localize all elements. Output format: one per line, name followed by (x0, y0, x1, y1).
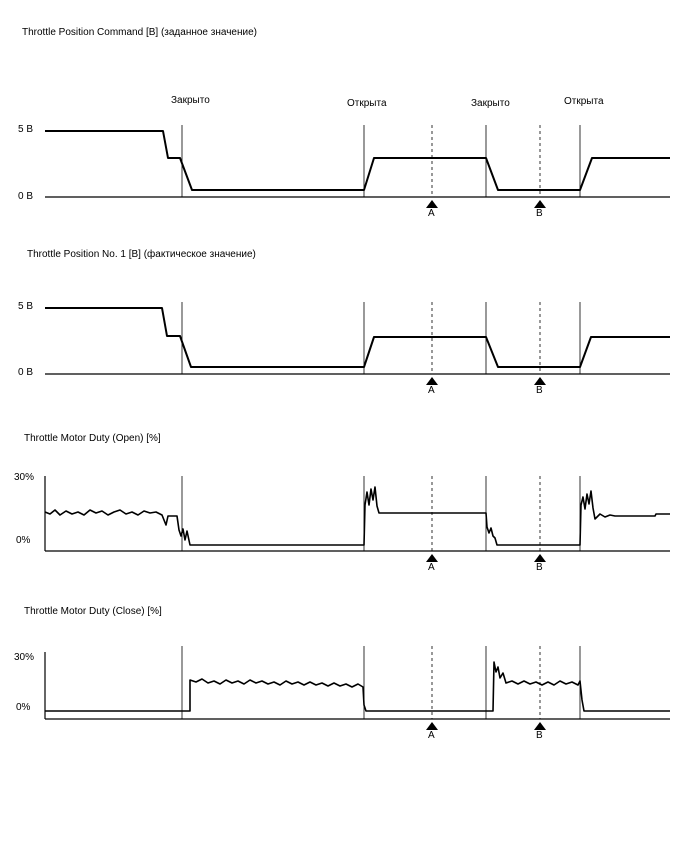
marker-label-a: A (428, 730, 435, 741)
state-label-closed: Закрыто (471, 98, 510, 109)
marker-arrow-b (534, 377, 546, 385)
y-label-max: 30% (14, 652, 34, 663)
panel-motor-duty-open: Throttle Motor Duty (Open) [%] 30% 0% A … (14, 433, 670, 573)
panel-throttle-position-no1: Throttle Position No. 1 [В] (фактическое… (18, 248, 670, 396)
marker-arrow-a (426, 200, 438, 208)
marker-arrow-a (426, 554, 438, 562)
marker-arrow-b (534, 554, 546, 562)
marker-arrow-a (426, 377, 438, 385)
y-label-max: 30% (14, 472, 34, 483)
y-label-min: 0% (16, 702, 31, 713)
marker-label-a: A (428, 208, 435, 219)
marker-label-b: B (536, 385, 543, 396)
marker-label-b: B (536, 208, 543, 219)
marker-label-a: A (428, 385, 435, 396)
signal-trace (45, 661, 670, 712)
signal-trace (45, 307, 670, 368)
marker-label-b: B (536, 562, 543, 573)
state-label-open: Открыта (564, 96, 604, 107)
signal-trace (45, 130, 670, 191)
y-label-max: 5 В (18, 301, 33, 312)
panel-title: Throttle Position No. 1 [В] (фактическое… (27, 248, 256, 260)
marker-arrow-b (534, 200, 546, 208)
marker-arrow-b (534, 722, 546, 730)
panel-throttle-position-command: Throttle Position Command [В] (заданное … (18, 27, 670, 219)
marker-arrow-a (426, 722, 438, 730)
y-label-min: 0 В (18, 191, 33, 202)
panel-title: Throttle Motor Duty (Close) [%] (24, 606, 162, 617)
y-label-min: 0 В (18, 367, 33, 378)
state-label-open: Открыта (347, 98, 387, 109)
panel-motor-duty-close: Throttle Motor Duty (Close) [%] 30% 0% A… (14, 606, 670, 741)
y-label-min: 0% (16, 535, 31, 546)
state-label-closed: Закрыто (171, 95, 210, 106)
panel-title: Throttle Motor Duty (Open) [%] (24, 433, 161, 444)
signal-trace (44, 486, 670, 546)
marker-label-b: B (536, 730, 543, 741)
y-label-max: 5 В (18, 124, 33, 135)
marker-label-a: A (428, 562, 435, 573)
panel-title: Throttle Position Command [В] (заданное … (22, 27, 257, 38)
